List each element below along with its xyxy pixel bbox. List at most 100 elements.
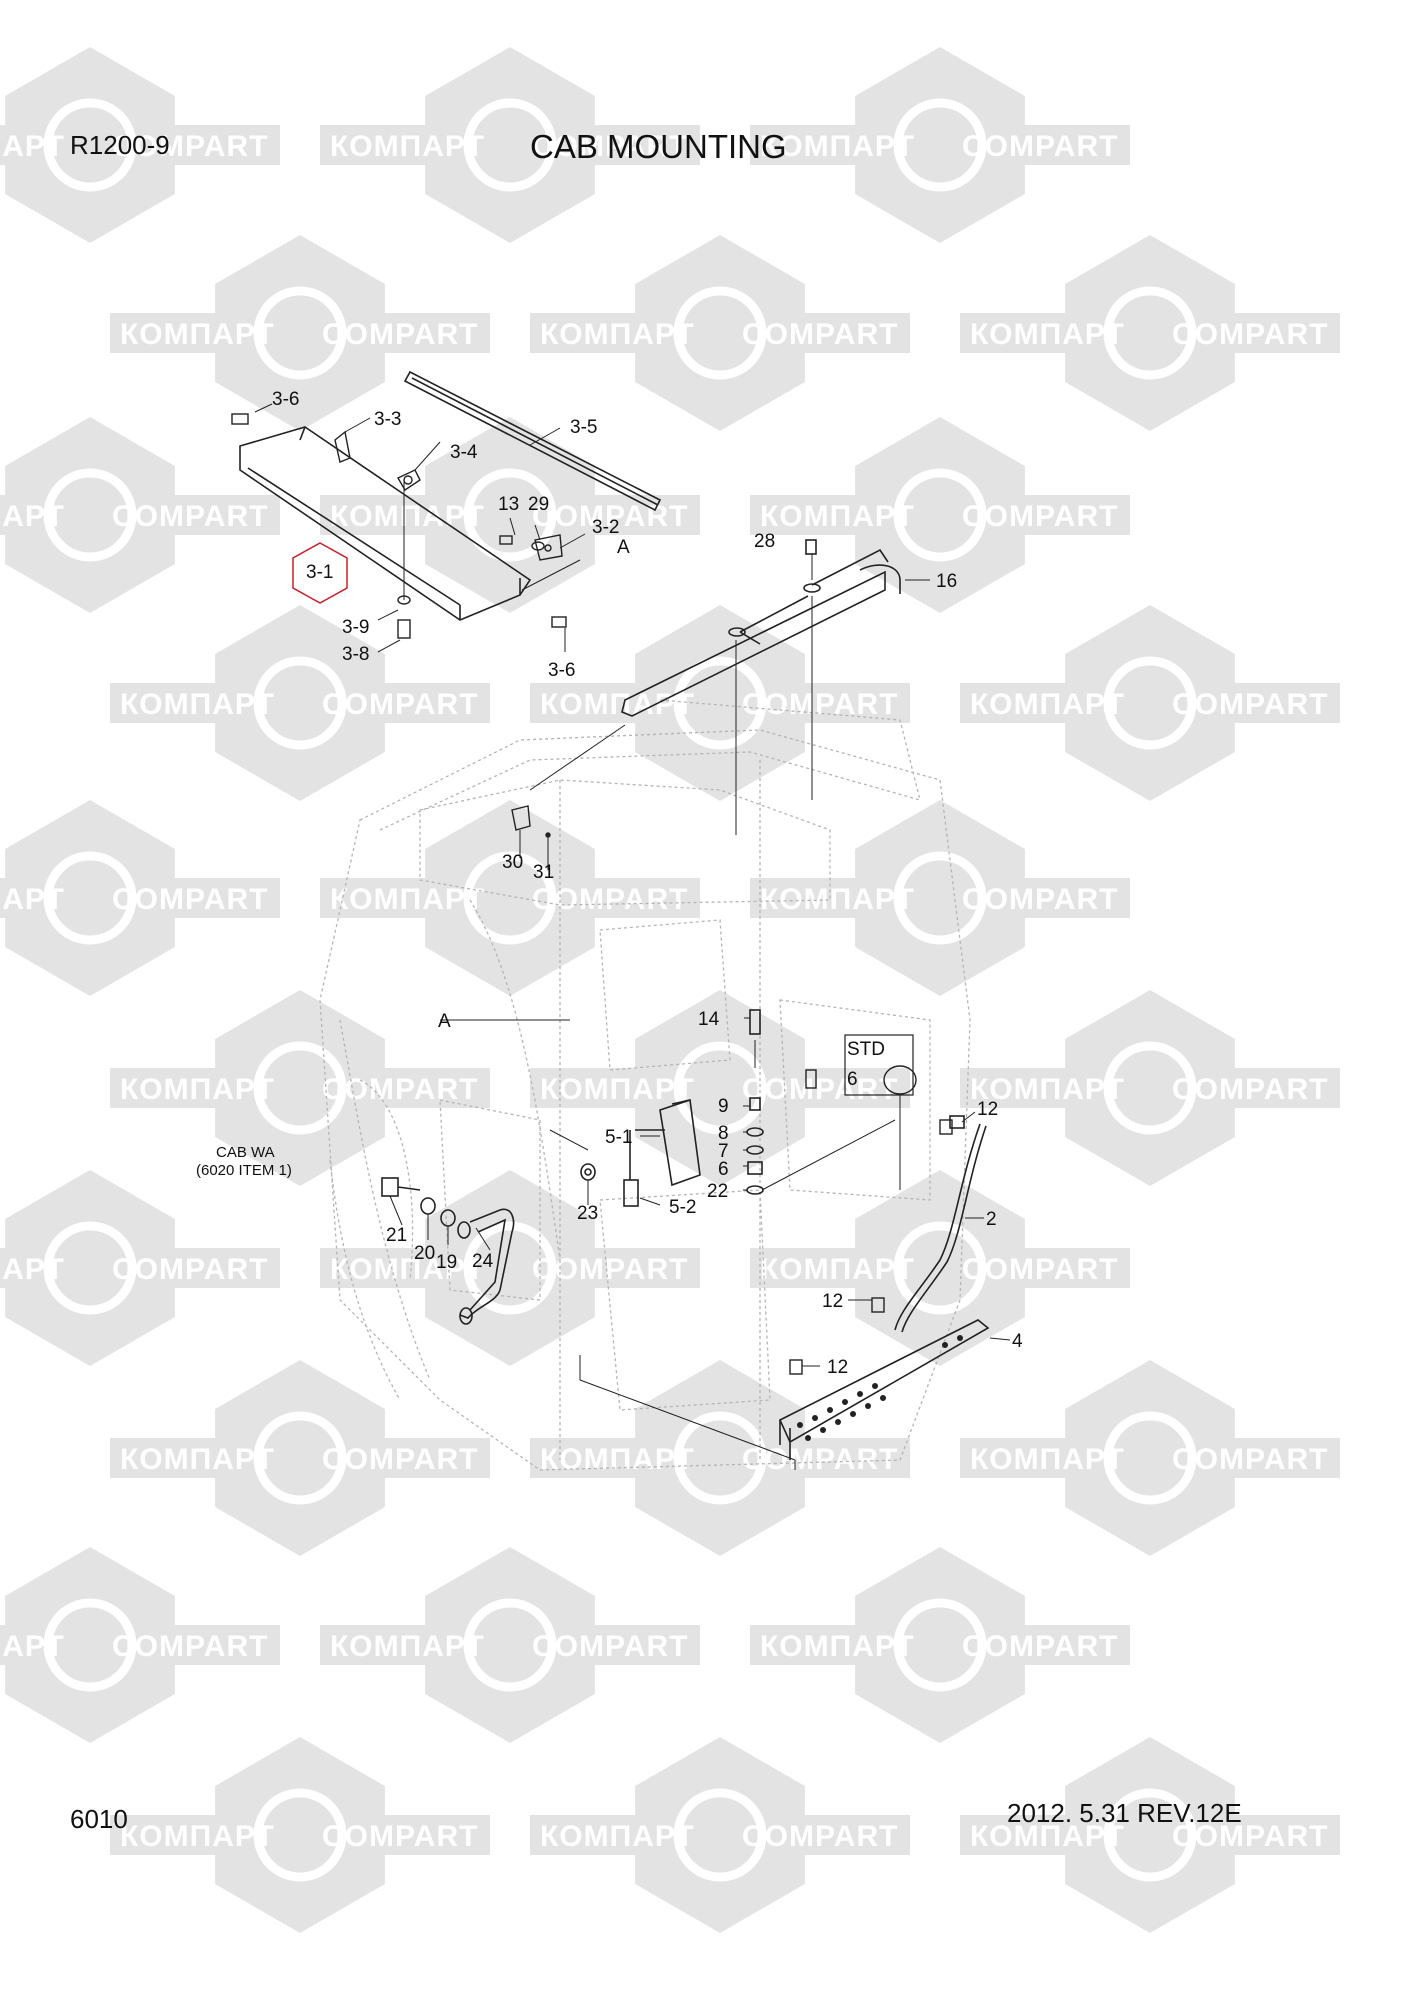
watermark-text-cyrillic: КОМПАРТ xyxy=(330,500,485,533)
watermark-text-cyrillic: КОМПАРТ xyxy=(970,1820,1125,1853)
watermark-text-latin: COMPART xyxy=(742,688,898,721)
label-3-2: 3-2 xyxy=(592,517,619,538)
leader-lines xyxy=(254,403,1011,1470)
label-22: 22 xyxy=(707,1181,728,1202)
label-19: 19 xyxy=(436,1252,457,1273)
watermark-band-left xyxy=(0,878,80,918)
watermark-c-icon xyxy=(893,851,987,945)
watermark-text-cyrillic: КОМПАРТ xyxy=(540,318,695,351)
watermark-tile: КОМПАРТ COMPART xyxy=(0,417,280,613)
watermark-hexagon xyxy=(215,235,385,431)
watermark-tile: КОМПАРТ COMPART xyxy=(110,1360,490,1556)
watermark-hexagon xyxy=(5,1547,175,1743)
watermark-text-cyrillic: КОМПАРТ xyxy=(330,1253,485,1286)
label-3-1: 3-1 xyxy=(306,562,333,583)
watermark-hexagon xyxy=(425,47,595,243)
std-box xyxy=(844,1034,914,1096)
watermark-text-cyrillic: КОМПАРТ xyxy=(540,688,695,721)
watermark-c-icon xyxy=(463,468,557,562)
watermark-text-cyrillic: КОМПАРТ xyxy=(760,500,915,533)
watermark-c-icon xyxy=(893,98,987,192)
watermark-text-latin: COMPART xyxy=(532,500,688,533)
watermark-hexagon xyxy=(635,235,805,431)
watermark-text-cyrillic: КОМПАРТ xyxy=(0,1253,65,1286)
watermark-band-left xyxy=(0,1625,80,1665)
watermark-text-cyrillic: КОМПАРТ xyxy=(760,1630,915,1663)
watermark-text-latin: COMPART xyxy=(322,318,478,351)
watermark-text-cyrillic: КОМПАРТ xyxy=(120,1443,275,1476)
watermark-hexagon xyxy=(635,605,805,801)
watermark-text-latin: COMPART xyxy=(322,1443,478,1476)
watermark-c-icon xyxy=(1103,656,1197,750)
watermark-band-left xyxy=(0,495,80,535)
watermark-text-cyrillic: КОМПАРТ xyxy=(330,1630,485,1663)
watermark-text-cyrillic: КОМПАРТ xyxy=(760,1253,915,1286)
model-name: R1200-9 xyxy=(70,130,170,160)
watermark-text-latin: COMPART xyxy=(112,500,268,533)
label-12c: 12 xyxy=(827,1357,848,1378)
watermark-text-cyrillic: КОМПАРТ xyxy=(970,1443,1125,1476)
label-12a: 12 xyxy=(977,1099,998,1120)
watermark-c-icon xyxy=(673,1788,767,1882)
watermark-hexagon xyxy=(635,990,805,1186)
watermark-text-latin: COMPART xyxy=(1172,1073,1328,1106)
date-revision: 2012. 5.31 REV.12E xyxy=(1007,1798,1242,1828)
watermark-c-icon xyxy=(893,1221,987,1315)
plug-6-icon xyxy=(883,1065,917,1095)
watermark-hexagon xyxy=(1065,235,1235,431)
watermark-text-latin: COMPART xyxy=(112,1630,268,1663)
cab-outline xyxy=(319,699,971,1471)
label-24: 24 xyxy=(472,1251,494,1272)
watermark-text-cyrillic: КОМПАРТ xyxy=(540,1073,695,1106)
label-28: 28 xyxy=(754,531,775,552)
label-9: 9 xyxy=(718,1096,729,1117)
label-3-5: 3-5 xyxy=(570,417,597,438)
watermark-text-latin: COMPART xyxy=(532,130,688,163)
label-6: 6 xyxy=(718,1159,729,1180)
label-3-4: 3-4 xyxy=(450,442,478,463)
highlight-hexagon xyxy=(292,542,348,604)
watermark-text-cyrillic: КОМПАРТ xyxy=(120,318,275,351)
watermark-c-icon xyxy=(253,1041,347,1135)
rod-2-step-4 xyxy=(778,1115,990,1460)
label-std: STD xyxy=(847,1039,885,1060)
watermark-text-cyrillic: КОМПАРТ xyxy=(760,130,915,163)
cab-note-line1: CAB WA xyxy=(216,1144,275,1161)
watermark-c-icon xyxy=(673,656,767,750)
watermark-band-left xyxy=(0,1248,80,1288)
watermark-hexagon xyxy=(5,1170,175,1366)
label-3-9: 3-9 xyxy=(342,617,369,638)
watermark-text-cyrillic: КОМПАРТ xyxy=(0,1630,65,1663)
watermark-text-cyrillic: КОМПАРТ xyxy=(540,1820,695,1853)
watermark-hexagon xyxy=(425,1547,595,1743)
watermark-text-cyrillic: КОМПАРТ xyxy=(0,500,65,533)
watermark-text-cyrillic: КОМПАРТ xyxy=(330,130,485,163)
watermark-c-icon xyxy=(893,1598,987,1692)
watermark-hexagon xyxy=(635,1360,805,1556)
part-3-5-seal xyxy=(403,370,662,512)
watermark-text-latin: COMPART xyxy=(322,1820,478,1853)
label-2: 2 xyxy=(986,1209,997,1230)
watermark-text-latin: COMPART xyxy=(322,688,478,721)
label-3-6a: 3-6 xyxy=(272,389,299,410)
watermark-c-icon xyxy=(673,1041,767,1135)
watermark-hexagon xyxy=(215,1737,385,1933)
watermark-c-icon xyxy=(673,1411,767,1505)
label-3-6b: 3-6 xyxy=(548,660,575,681)
label-4: 4 xyxy=(1012,1331,1023,1352)
label-30: 30 xyxy=(502,852,523,873)
watermark-hexagon xyxy=(5,417,175,613)
cab-note-line2: (6020 ITEM 1) xyxy=(196,1162,292,1179)
watermark-text-latin: COMPART xyxy=(742,318,898,351)
watermark-band-left xyxy=(0,125,80,165)
